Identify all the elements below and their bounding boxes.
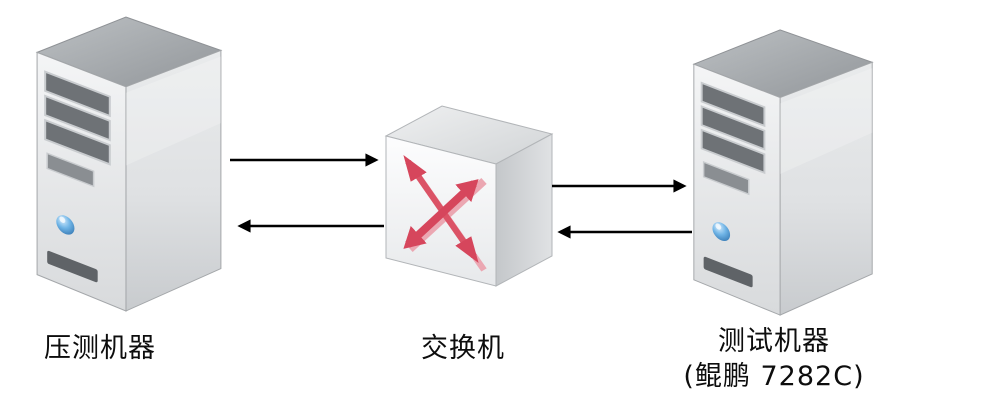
node-load-test-server	[28, 12, 232, 315]
label-test-server: 测试机器 (鲲鹏 7282C)	[674, 324, 874, 394]
server-tower-icon	[686, 24, 882, 320]
label-test-server-model: (鲲鹏 7282C)	[683, 361, 865, 393]
server-tower-icon	[28, 12, 232, 315]
node-switch	[378, 84, 558, 304]
node-test-server	[686, 24, 882, 320]
network-switch-icon	[378, 84, 558, 304]
label-switch: 交换机	[421, 333, 505, 364]
label-test-server-name: 测试机器	[718, 326, 830, 357]
label-load-test-server: 压测机器	[44, 333, 156, 364]
